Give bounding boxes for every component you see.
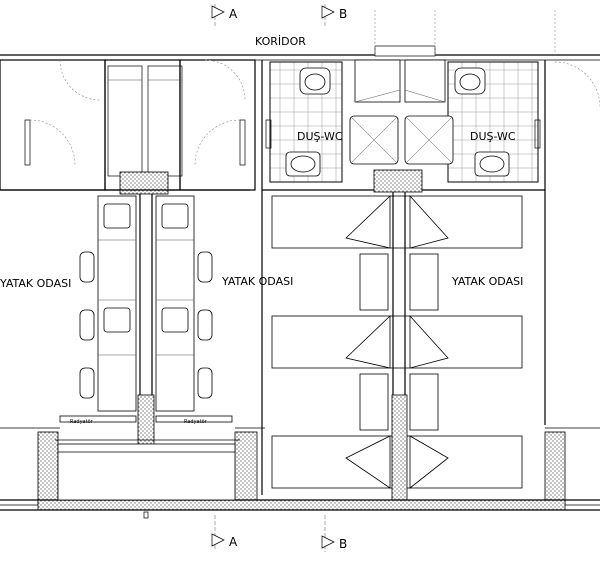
radiator-right: Radyatör — [155, 415, 233, 425]
exterior-wall — [0, 427, 600, 519]
toilet-right — [454, 67, 486, 95]
shower-wc-left-label: DUŞ-WC — [297, 130, 343, 143]
shower-wc-right-label: DUŞ-WC — [470, 130, 516, 143]
shower-tray-left — [349, 115, 399, 165]
section-marker-b-top: B — [321, 4, 347, 28]
central-wardrobe — [354, 59, 446, 103]
bedroom-right-label: YATAK ODASI — [451, 275, 523, 288]
radiator-left-label: Radyatör — [70, 419, 94, 425]
section-a-bottom-label: A — [229, 535, 238, 549]
radiator-left: Radyatör — [59, 415, 137, 425]
section-b-top-label: B — [339, 7, 347, 21]
section-a-top-label: A — [229, 7, 238, 21]
left-bedroom-furniture — [79, 194, 213, 448]
bathroom-left — [265, 61, 399, 183]
section-marker-a-bottom: A — [211, 515, 238, 550]
radiator-right-label: Radyatör — [184, 419, 208, 425]
bathroom-right — [404, 61, 600, 183]
bedroom-far-left-label: YATAK ODASI — [0, 277, 71, 290]
section-b-bottom-label: B — [339, 537, 347, 551]
left-unit-bath-zone — [0, 59, 256, 195]
toilet-left — [299, 67, 331, 95]
section-marker-a-top: A — [211, 4, 238, 28]
bedroom-mid-left-label: YATAK ODASI — [221, 275, 293, 288]
section-marker-b-bottom: B — [321, 515, 347, 552]
shower-tray-right — [404, 115, 454, 165]
corridor-label: KORİDOR — [255, 35, 306, 48]
sink-right — [474, 151, 510, 177]
sink-left — [285, 151, 321, 177]
right-bedroom-beds — [271, 192, 523, 506]
